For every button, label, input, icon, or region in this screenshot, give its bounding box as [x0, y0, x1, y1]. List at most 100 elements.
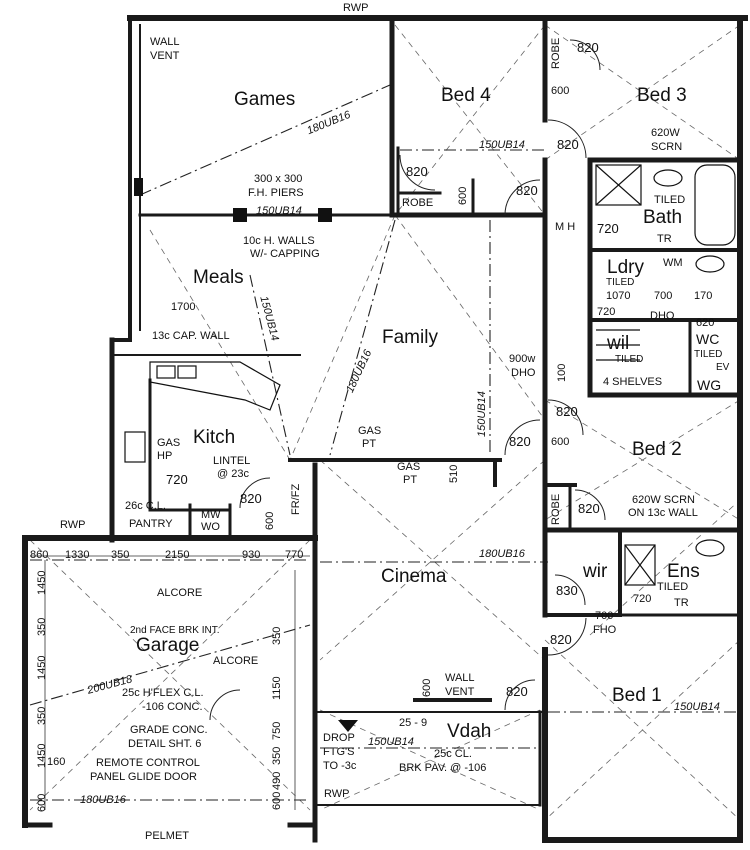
- dim-900w: 900w: [509, 353, 536, 365]
- dim-620: 620: [696, 317, 715, 329]
- note-cl-25: 25c CL.: [434, 748, 472, 760]
- dim-820-bed2: 820: [556, 404, 578, 419]
- note-tiled-ldry: TILED: [606, 277, 635, 288]
- dim-700-fho-2: FHO: [593, 624, 617, 636]
- note-gas-pt2-1: GAS: [397, 461, 421, 473]
- room-bed1: Bed 1: [612, 685, 662, 706]
- dimension-lines: [30, 555, 310, 810]
- note-tiled-wc: TILED: [694, 349, 723, 360]
- beam-150ub14-bed4: 150UB14: [479, 139, 525, 151]
- dim-600-bed2: 600: [551, 436, 570, 448]
- note-4-shelves: 4 SHELVES: [603, 376, 663, 388]
- note-gas-hp-1: GAS: [157, 437, 181, 449]
- dim-350-b: 350: [36, 706, 48, 725]
- dim-600-bed4: 600: [457, 186, 469, 205]
- dim-1450-b: 1450: [36, 655, 48, 680]
- note-mw: MW: [201, 509, 221, 521]
- note-drop-2: FTG'S: [323, 746, 355, 758]
- note-cap-wall: 13c CAP. WALL: [152, 330, 230, 342]
- beam-150ub14-games: 150UB14: [256, 205, 302, 217]
- note-robe-bed3: ROBE: [550, 37, 562, 69]
- dim-600-vent: 600: [421, 678, 433, 697]
- note-piers-2: F.H. PIERS: [248, 187, 304, 199]
- note-conc-106: -106 CONC.: [142, 701, 203, 713]
- dim-820-bed3-hall: 820: [557, 137, 579, 152]
- note-wall-vent-top-2: VENT: [150, 50, 180, 62]
- note-brk-int: 2nd FACE BRK INT.: [130, 625, 220, 636]
- note-drop-1: DROP: [323, 732, 355, 744]
- note-wall-vent-1: WALL: [445, 672, 475, 684]
- room-family: Family: [382, 327, 438, 348]
- note-remote-2: PANEL GLIDE DOOR: [90, 771, 197, 783]
- note-grade-2: DETAIL SHT. 6: [128, 738, 202, 750]
- note-tr-ens: TR: [674, 597, 689, 609]
- note-cl-26: 26c C.L.: [125, 500, 166, 512]
- note-rwp-bottom: RWP: [324, 788, 350, 800]
- beam-150ub14-family: 150UB14: [476, 391, 488, 437]
- dim-600-bed3: 600: [551, 85, 570, 97]
- note-gas-pt-2: PT: [362, 438, 377, 450]
- dim-1070: 1070: [606, 290, 631, 302]
- note-wall-vent-top-1: WALL: [150, 36, 180, 48]
- dim-2150: 2150: [165, 549, 190, 561]
- room-garage: Garage: [136, 635, 200, 656]
- note-drop-3: TO -3c: [323, 760, 357, 772]
- note-tr-bath: TR: [657, 233, 672, 245]
- dim-350-r: 350: [271, 626, 283, 645]
- dim-1150: 1150: [271, 676, 283, 700]
- dim-600-left: 600: [36, 793, 48, 812]
- beam-180ub16-garage: 180UB16: [80, 794, 126, 806]
- room-meals: Meals: [193, 267, 244, 288]
- note-lintel-2: @ 23c: [217, 468, 249, 480]
- dim-1700: 1700: [171, 301, 196, 313]
- note-flex-cl: 25c H'FLEX C.L.: [122, 687, 204, 699]
- note-wg: WG: [697, 377, 722, 393]
- room-wc: WC: [696, 331, 720, 347]
- note-pantry: PANTRY: [129, 518, 173, 530]
- note-rwp-left: RWP: [60, 519, 86, 531]
- dim-170: 170: [694, 290, 713, 302]
- note-rwp-top: RWP: [343, 2, 369, 14]
- room-games: Games: [234, 89, 296, 110]
- note-tiled-wil: TILED: [615, 354, 644, 365]
- dim-490: 490: [271, 771, 283, 790]
- dim-510: 510: [448, 464, 460, 483]
- kitchen-bench: [124, 361, 281, 463]
- note-gas-pt-1: GAS: [358, 425, 382, 437]
- dim-820-family: 820: [509, 434, 531, 449]
- room-cinema: Cinema: [381, 566, 447, 587]
- dim-770: 770: [285, 549, 304, 561]
- walls: [22, 15, 748, 843]
- note-wm: WM: [663, 257, 683, 269]
- note-hwalls-1: 10c H. WALLS: [243, 235, 315, 247]
- dim-25-9: 25 - 9: [399, 717, 428, 729]
- note-brk-pav: BRK PAV. @ -106: [399, 762, 487, 774]
- note-robe-bed4: ROBE: [402, 197, 434, 209]
- note-tiled-ens: TILED: [657, 581, 689, 593]
- note-hwalls-2: W/- CAPPING: [250, 248, 320, 260]
- room-ens: Ens: [667, 561, 700, 582]
- section-marker: [338, 720, 358, 732]
- note-wall-vent-2: VENT: [445, 686, 475, 698]
- dim-750: 750: [271, 721, 283, 740]
- dim-820-bed1: 820: [550, 632, 572, 647]
- dim-100: 100: [556, 363, 568, 382]
- room-bed4: Bed 4: [441, 85, 491, 106]
- note-dho-ldry: DHO: [650, 310, 675, 322]
- dim-160: 160: [47, 756, 66, 768]
- note-scrn2-1: 620W SCRN: [632, 494, 695, 506]
- dim-1450-a: 1450: [36, 570, 48, 595]
- dim-600-kitch: 600: [264, 511, 276, 530]
- dim-720-ldry: 720: [597, 306, 616, 318]
- note-lintel-1: LINTEL: [213, 455, 251, 467]
- beam-180ub16-cinema: 180UB16: [479, 548, 525, 560]
- note-tiled-bath: TILED: [654, 194, 686, 206]
- beam-lines: [29, 84, 740, 801]
- dim-600-garage: 600: [271, 791, 283, 810]
- note-gas-pt2-2: PT: [403, 474, 418, 486]
- beam-150ub14-bed1: 150UB14: [674, 701, 720, 713]
- note-620w: 620W: [651, 127, 680, 139]
- note-scrn2-2: ON 13c WALL: [628, 507, 698, 519]
- dim-820-bed4b: 820: [516, 183, 538, 198]
